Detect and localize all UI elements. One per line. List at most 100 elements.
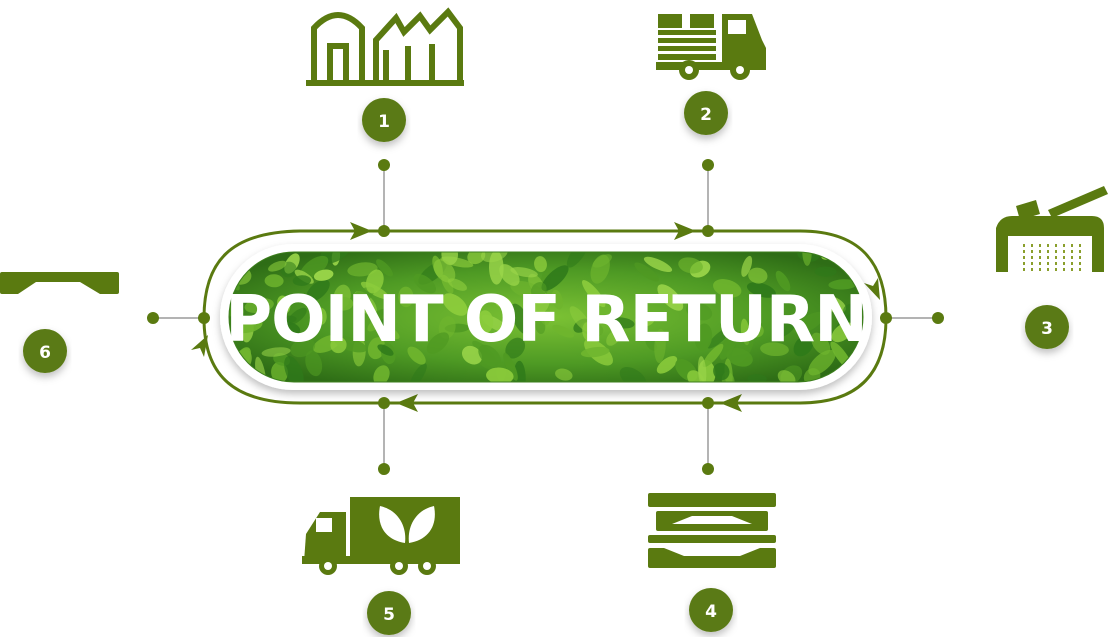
leaf-shape <box>569 306 591 332</box>
arrow-right <box>864 278 880 300</box>
leaf-shape <box>476 310 494 334</box>
leaf-shape <box>528 294 550 317</box>
leaf-shape <box>348 286 375 308</box>
step-6-badge <box>23 329 67 373</box>
leaf-shape <box>426 332 450 354</box>
leaf-shape <box>707 327 732 349</box>
leaf-shape <box>486 367 514 382</box>
leaf-shape <box>480 252 508 263</box>
connector-dots <box>147 159 944 475</box>
leaf-shape <box>713 362 730 381</box>
leaf-shape <box>657 284 684 311</box>
eco-delivery-truck-icon <box>302 497 460 575</box>
single-pallet-icon <box>0 272 119 294</box>
leaf-shape <box>264 274 284 288</box>
leaf-shape <box>367 337 386 360</box>
pallet-truck-icon <box>656 14 766 80</box>
step-1-number: 1 <box>378 112 390 132</box>
leaf-shape <box>656 356 678 374</box>
leaf-shape <box>719 329 739 360</box>
leaf-shape <box>277 295 291 314</box>
leaf-shape <box>831 322 854 343</box>
leaf-shape <box>811 332 831 355</box>
step-4: 4 <box>648 493 776 632</box>
eco-leaf-icon <box>379 506 435 543</box>
leaf-shape <box>726 347 753 367</box>
leaf-shape <box>541 265 569 291</box>
leaf-shape <box>713 279 742 298</box>
leaf-shape <box>305 350 323 377</box>
leaf-shape <box>398 286 414 308</box>
step-5-number: 5 <box>383 605 395 625</box>
step-6: 6 <box>0 272 119 373</box>
step-3-number: 3 <box>1041 319 1053 339</box>
step-6-number: 6 <box>39 343 51 363</box>
leaf-shape <box>513 360 526 382</box>
leaf-shape <box>842 303 860 321</box>
loop-arrows <box>191 222 880 412</box>
leaf-shape <box>555 368 573 381</box>
leaf-shape <box>244 298 274 314</box>
leaf-shape <box>365 269 384 294</box>
pallet-shredder-icon <box>996 186 1108 272</box>
stacked-pallets-icon <box>648 493 776 568</box>
leaf-shape <box>643 256 673 273</box>
leaf-shape <box>271 362 288 382</box>
loop-top-segment <box>202 229 800 319</box>
leaf-shape <box>619 366 647 382</box>
leaf-shape <box>377 344 394 356</box>
leaf-shape <box>589 308 606 336</box>
leaf-shape <box>694 323 713 351</box>
leaf-shape <box>232 317 263 334</box>
step-2-badge <box>684 91 728 135</box>
leaf-shape <box>407 346 426 365</box>
leaf-shape <box>748 267 768 284</box>
leaf-shape <box>635 311 655 327</box>
leaf-shape <box>315 307 327 325</box>
leaf-shape <box>634 262 660 282</box>
step-1-badge <box>362 98 406 142</box>
leaf-shape <box>261 347 291 357</box>
leaf-shape <box>278 321 301 336</box>
leaf-shape <box>551 289 564 310</box>
leaf-shape <box>503 352 518 381</box>
step-3: 3 <box>996 186 1108 349</box>
leaf-shape <box>776 319 797 338</box>
leaf-shape <box>678 257 703 274</box>
leaf-shape <box>566 252 588 268</box>
leaf-shape <box>793 311 825 334</box>
leaf-shape <box>821 295 846 314</box>
leaf-shape <box>383 325 400 340</box>
leaf-shape <box>746 282 776 298</box>
leaf-shape <box>581 280 606 308</box>
leaf-shape <box>747 374 767 382</box>
leaf-shape <box>741 255 753 277</box>
leaf-shape <box>442 293 468 316</box>
leaf-shape <box>290 338 316 358</box>
leaf-shape <box>330 336 347 354</box>
leaf-shape <box>510 303 531 335</box>
step-5: 5 <box>302 497 460 635</box>
leaf-shape <box>534 256 547 273</box>
step-3-badge <box>1025 305 1069 349</box>
connectors <box>153 165 938 469</box>
leaf-shape <box>409 363 427 382</box>
leaf-shape <box>580 346 610 358</box>
leaf-shape <box>747 322 764 338</box>
leaf-shape <box>478 344 501 368</box>
arrow-top-2 <box>674 222 696 240</box>
leaf-shape <box>373 365 390 382</box>
step-4-badge <box>689 588 733 632</box>
center-pill: POINT OF RETURN <box>220 244 872 390</box>
leaf-shape <box>828 279 858 290</box>
step-4-number: 4 <box>705 602 717 622</box>
leaf-shape <box>447 278 467 291</box>
leaf-shape <box>775 270 791 292</box>
leaf-shape <box>592 254 612 268</box>
shred-strips <box>1023 244 1081 272</box>
leaf-shape <box>505 337 526 359</box>
leaf-shape <box>441 252 459 265</box>
leaf-shape <box>793 335 814 357</box>
leaf-shape <box>299 255 329 280</box>
